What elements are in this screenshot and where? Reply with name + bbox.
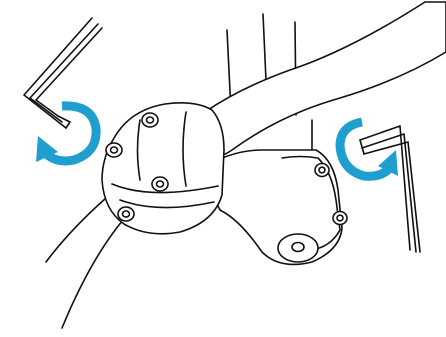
handlebar <box>193 2 446 158</box>
stem-end-cap-hole <box>292 243 304 252</box>
hex-key-right-icon <box>360 126 420 252</box>
rotate-arrow-left-icon <box>36 106 96 162</box>
